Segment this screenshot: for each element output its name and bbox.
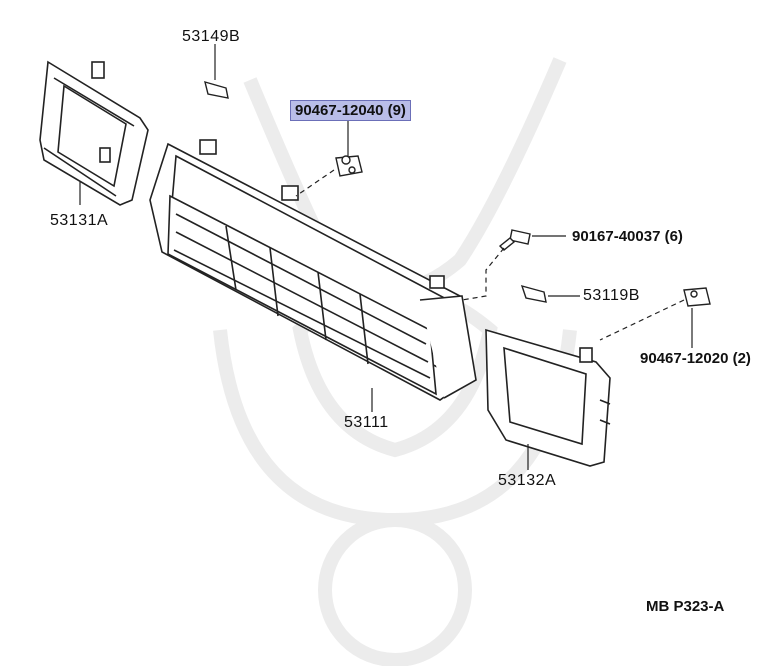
screw-90167-40037-icon[interactable]: [498, 229, 531, 251]
part-label-53132a[interactable]: 53132A: [498, 472, 557, 489]
part-label-53149b[interactable]: 53149B: [182, 28, 241, 45]
clip-90467-12020-icon[interactable]: [683, 287, 711, 307]
part-label-53131a[interactable]: 53131A: [50, 212, 109, 229]
clip-53119b-icon[interactable]: [520, 284, 547, 303]
part-label-53119b[interactable]: 53119B: [583, 287, 640, 304]
left-headlamp-bezel[interactable]: [39, 60, 149, 206]
diagram-code: MB P323-A: [646, 598, 725, 615]
radiator-grille[interactable]: [149, 139, 477, 401]
leader-lines: [79, 44, 693, 470]
right-headlamp-bezel[interactable]: [485, 328, 611, 467]
clip-53149b-icon[interactable]: [204, 80, 229, 99]
clip-90467-12040-icon[interactable]: [335, 155, 363, 177]
part-label-90167-40037[interactable]: 90167-40037 (6): [572, 228, 683, 245]
part-label-53111[interactable]: 53111: [344, 414, 389, 431]
part-label-90467-12040[interactable]: 90467-12040 (9): [290, 100, 411, 121]
part-label-90467-12020[interactable]: 90467-12020 (2): [640, 350, 751, 367]
